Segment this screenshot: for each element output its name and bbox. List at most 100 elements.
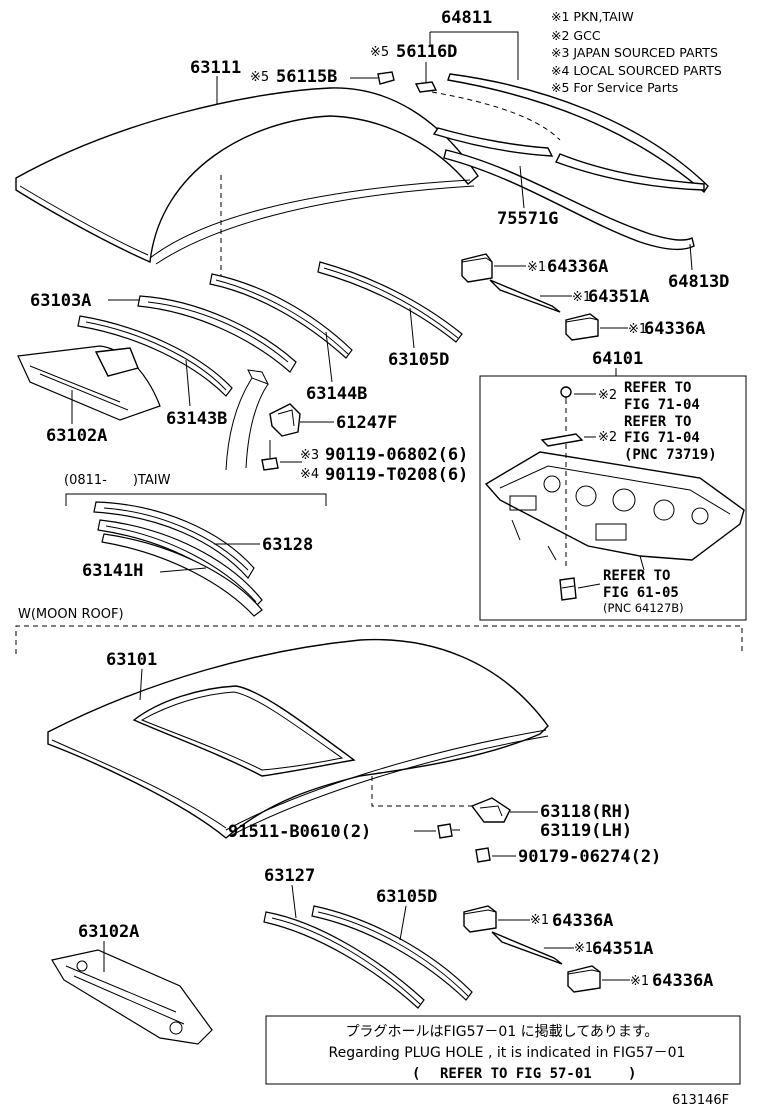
pad-64351A-moon	[491, 931, 563, 965]
note-4: ※4 LOCAL SOURCED PARTS	[551, 63, 722, 78]
taiw-group-label: (0811- )TAIW	[64, 473, 171, 488]
roof-header-63102A-moon	[51, 949, 213, 1045]
refer-3b: FIG 61-05	[603, 585, 679, 601]
roof-panel-63111	[15, 87, 479, 282]
bolt-91511	[437, 823, 460, 839]
label-64811: 64811	[441, 8, 492, 28]
roof-bow-63128	[93, 501, 255, 580]
moon-roof-label: W(MOON ROOF)	[18, 607, 124, 622]
label-63102A-moon: 63102A	[78, 922, 139, 942]
plug-note-en: Regarding PLUG HOLE , it is indicated in…	[329, 1045, 686, 1061]
label-63143B: 63143B	[166, 409, 227, 429]
label-63127: 63127	[264, 866, 315, 886]
roof-panel-63101	[47, 638, 549, 839]
label-56115B: 56115B	[276, 67, 337, 87]
refer-3c: (PNC 64127B)	[603, 601, 684, 615]
label-61247F: 61247F	[336, 413, 397, 433]
label-90119-T0208: 90119-T0208(6)	[325, 465, 468, 485]
label-63101: 63101	[106, 650, 157, 670]
pad-64336A-top-2	[565, 313, 599, 341]
roof-bow-63141H	[97, 519, 263, 617]
label-64351A-1: 64351A	[588, 287, 649, 307]
note-1: ※1 PKN,TAIW	[551, 9, 634, 24]
refer-3a: REFER TO	[603, 568, 670, 584]
plate-refer-2	[540, 433, 584, 447]
mark-56115B: ※5	[250, 70, 269, 85]
pad-64336A-moon-2	[567, 965, 601, 993]
mark-64351A: ※1	[572, 290, 591, 305]
clip-56115B	[377, 71, 395, 85]
plug-note-refer-close: )	[628, 1066, 636, 1082]
note-5: ※5 For Service Parts	[551, 80, 678, 95]
pad-64336A-moon-1	[463, 905, 497, 933]
molding-64813D	[443, 149, 695, 251]
roof-bow-63103A	[137, 295, 297, 373]
nut-90179	[475, 847, 491, 863]
roof-bow-63127	[263, 911, 425, 1009]
pad-64351A-top	[489, 279, 561, 313]
mark-56116D: ※5	[370, 45, 389, 60]
clip-56116D	[414, 81, 438, 93]
note-2: ※2 GCC	[551, 28, 601, 43]
refer-box-64101	[479, 375, 747, 621]
refer-1b: FIG 71-04	[624, 397, 700, 413]
note-3: ※3 JAPAN SOURCED PARTS	[551, 45, 718, 60]
label-63103A: 63103A	[30, 291, 91, 311]
label-90119-06802: 90119-06802(6)	[325, 445, 468, 465]
label-64336A-1: 64336A	[547, 257, 608, 277]
label-63102A: 63102A	[46, 426, 107, 446]
label-63128: 63128	[262, 535, 313, 555]
plug-note-refer: REFER TO FIG 57-01	[440, 1066, 592, 1082]
bracket-61247F	[269, 403, 301, 437]
roof-rail-63105D	[317, 261, 463, 343]
label-56116D: 56116D	[396, 42, 457, 62]
refer-2a: REFER TO	[624, 414, 691, 430]
molding-64811	[431, 73, 709, 194]
label-63105D: 63105D	[388, 350, 449, 370]
label-64101: 64101	[592, 349, 643, 369]
molding-75571G	[432, 127, 705, 191]
pad-64336A-top-1	[461, 253, 493, 283]
mark-64351A-moon: ※1	[574, 941, 593, 956]
mark-64336A-moon-1: ※1	[530, 913, 549, 928]
mark-64336A-2: ※1	[628, 322, 647, 337]
mark-90119-06802: ※3	[300, 448, 319, 463]
roof-rail-63105D-moon	[311, 905, 473, 1001]
notes-legend: ※1 PKN,TAIW ※2 GCC ※3 JAPAN SOURCED PART…	[551, 9, 722, 95]
label-75571G: 75571G	[497, 209, 558, 229]
package-tray-64101	[484, 451, 745, 571]
refer-1a: REFER TO	[624, 380, 691, 396]
label-63118: 63118(RH)	[540, 802, 632, 822]
roof-bow-63143B	[77, 315, 233, 397]
assembly-arrow	[225, 377, 253, 471]
refer-2c: (PNC 73719)	[624, 447, 717, 463]
label-64336A-moon-2: 64336A	[652, 971, 713, 991]
clip-refer-1	[560, 386, 572, 404]
bracket-63118-63119	[470, 797, 511, 823]
refer-2b: FIG 71-04	[624, 430, 700, 446]
roof-bow-63144B	[209, 273, 353, 359]
label-64336A-2: 64336A	[644, 319, 705, 339]
label-91511: 91511-B0610(2)	[228, 822, 371, 842]
screw-90119	[261, 440, 279, 471]
label-63111: 63111	[190, 58, 241, 78]
label-63141H: 63141H	[82, 561, 143, 581]
label-64813D: 64813D	[668, 272, 729, 292]
label-63105D-moon: 63105D	[376, 887, 437, 907]
label-90179: 90179-06274(2)	[518, 847, 661, 867]
plug-hole-note-box	[265, 1015, 741, 1085]
roof-header-63102A	[17, 345, 161, 421]
label-64336A-moon-1: 64336A	[552, 911, 613, 931]
label-63119: 63119(LH)	[540, 821, 632, 841]
plug-note-jp: プラグホールはFIG57－01 に掲載してあります。	[346, 1024, 659, 1040]
label-63144B: 63144B	[306, 384, 367, 404]
mark-64336A-moon-2: ※1	[630, 974, 649, 989]
label-64351A-moon: 64351A	[592, 939, 653, 959]
mark2-a: ※2	[598, 388, 617, 403]
clip-refer-3	[559, 577, 577, 601]
mark-90119-T0208: ※4	[300, 467, 319, 482]
plug-note-refer-open: (	[412, 1066, 420, 1082]
mark-64336A-1: ※1	[527, 260, 546, 275]
figure-id: 613146F	[672, 1093, 729, 1108]
